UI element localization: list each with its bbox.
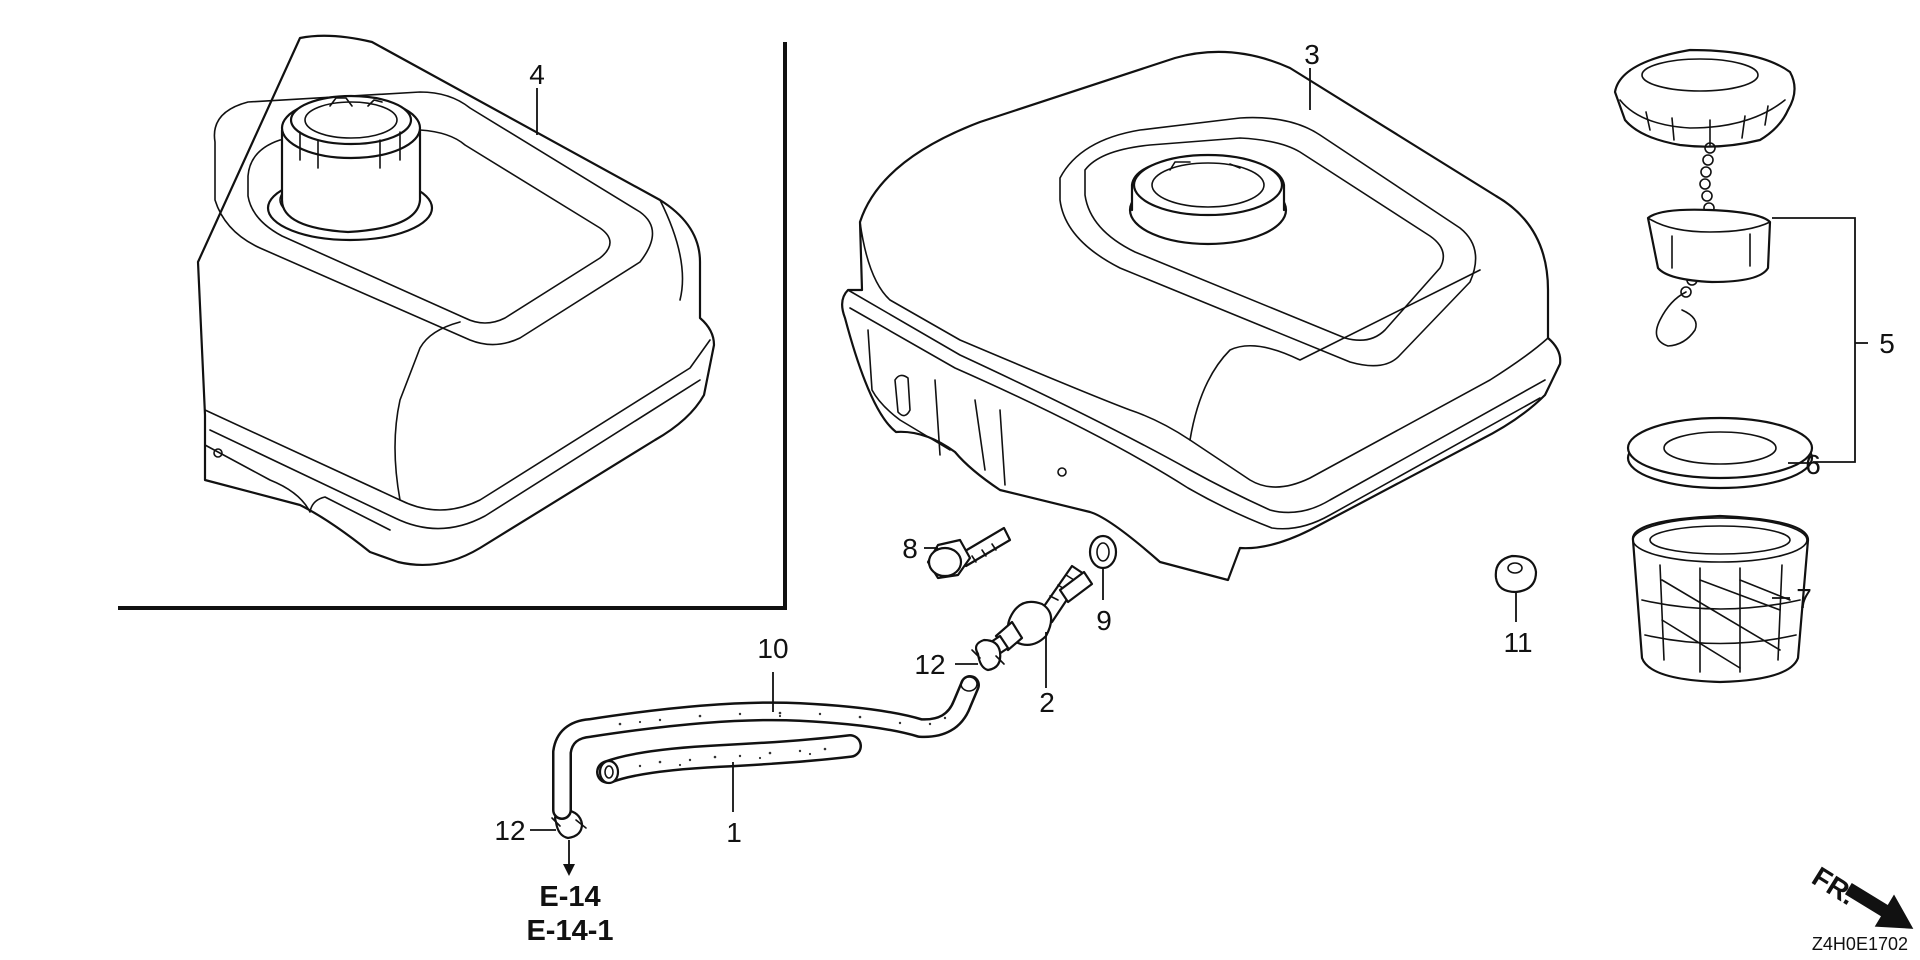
callout-5: 5 [1879,328,1895,359]
fuel-valve-drawing [986,564,1094,658]
callout-11: 11 [1503,627,1532,658]
front-direction-indicator: FR. [1807,861,1914,929]
hose-clip-upper-drawing [971,638,1005,672]
inset-frame [118,42,787,610]
fuel-cap-drawing [1613,48,1814,684]
callout-3: 3 [1304,39,1320,70]
fuel-tube-drawing [552,675,980,820]
callout-6: 6 [1805,449,1821,480]
callout-4: 4 [529,59,545,90]
callout-9: 9 [1096,605,1112,636]
grommet-drawing [1494,554,1538,594]
callout-12-lower: 12 [494,815,525,846]
leader-lines [530,68,1868,876]
fuel-tank-inset-drawing [196,34,716,567]
front-arrow-icon [1844,882,1914,929]
callout-7: 7 [1796,583,1812,614]
bolt-drawing [926,526,1012,580]
callout-10: 10 [757,633,788,664]
reference-e14-1[interactable]: E-14-1 [526,915,613,947]
fuel-hose-drawing [596,734,862,785]
diagram-code: Z4H0E1702 [1812,934,1908,954]
callout-8: 8 [902,533,918,564]
fuel-tank-main-drawing [841,50,1562,582]
washer-drawing [1088,534,1118,570]
callout-1: 1 [726,817,742,848]
callout-12-upper: 12 [914,649,945,680]
reference-e14[interactable]: E-14 [539,881,600,913]
callout-2: 2 [1039,687,1055,718]
